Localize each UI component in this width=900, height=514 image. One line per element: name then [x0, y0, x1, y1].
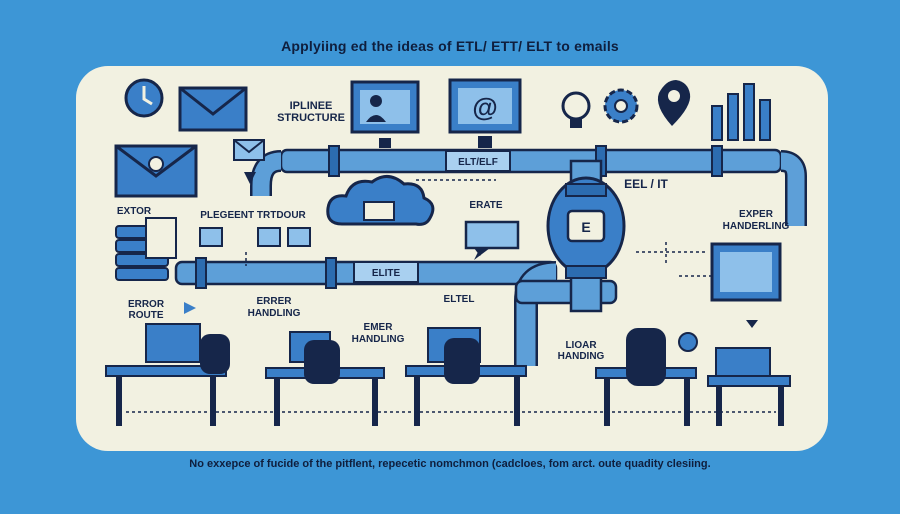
label-extor: EXTOR	[116, 206, 152, 217]
page-title: Applyiing ed the ideas of ETL/ ETT/ ELT …	[281, 38, 619, 54]
envelope-icon	[114, 144, 198, 198]
envelope-icon	[178, 86, 248, 132]
clock-icon	[124, 78, 164, 118]
map-pin-icon	[657, 80, 691, 126]
monitor-at-icon: @	[448, 78, 522, 148]
label-errer-2: HANDLING	[247, 308, 301, 319]
label-pipeline-1: IPLINEE	[289, 100, 333, 112]
chat-icon	[464, 220, 520, 260]
label-exper-2: HANDERLING	[722, 221, 790, 232]
workstation-icon	[595, 328, 697, 426]
lightbulb-icon	[561, 91, 591, 128]
bar-chart-icon	[711, 83, 771, 141]
label-eel-it: EEL / IT	[624, 177, 668, 191]
pipe-tag-lower-text: ELITE	[372, 268, 401, 279]
cloud-icon	[326, 175, 435, 226]
pipe-tag-upper	[445, 150, 511, 172]
label-error-route-1: ERROR	[127, 299, 165, 310]
document-stack-icon	[115, 217, 177, 281]
workstation-icon	[265, 331, 385, 426]
workstation-icon	[707, 347, 791, 426]
upper-pipe	[250, 145, 807, 226]
envelope-icon	[233, 139, 265, 161]
pipe-tag-lower	[353, 261, 419, 283]
label-lioar-1: LIOAR	[565, 340, 597, 351]
label-emer-1: EMER	[363, 322, 393, 333]
diagram-panel: E ELT/ELF ELITE	[76, 66, 828, 451]
svg-text:E: E	[581, 219, 590, 235]
label-eltel: ELTEL	[443, 294, 475, 305]
workstation-icon	[405, 327, 527, 426]
power-icon	[678, 332, 698, 352]
label-pipeline-2: STRUCTURE	[277, 112, 345, 124]
pipe-tag-upper-text: ELT/ELF	[458, 157, 498, 168]
monitor-right-icon	[710, 242, 782, 302]
label-error-route-2: ROUTE	[128, 310, 164, 321]
label-errer-1: ERRER	[256, 296, 292, 307]
monitor-user-icon	[350, 80, 420, 148]
workstation-icon	[105, 323, 230, 426]
label-lioar-2: HANDING	[557, 351, 605, 362]
label-plegenent: PLEGEENT TRTDOUR	[200, 210, 306, 221]
label-exper-1: EXPER	[739, 209, 773, 220]
document-icon	[199, 227, 311, 247]
flow-arrows	[126, 179, 776, 413]
gear-icon	[603, 88, 639, 124]
label-erate: ERATE	[469, 200, 503, 211]
svg-text:@: @	[472, 92, 497, 122]
footer-caption: No exxepce of fucide of the pitflent, re…	[189, 458, 711, 470]
arrow-icons	[184, 172, 758, 328]
center-valve: E	[546, 159, 626, 313]
label-emer-2: HANDLING	[351, 334, 405, 345]
pipeline-illustration: E ELT/ELF ELITE	[105, 78, 807, 426]
